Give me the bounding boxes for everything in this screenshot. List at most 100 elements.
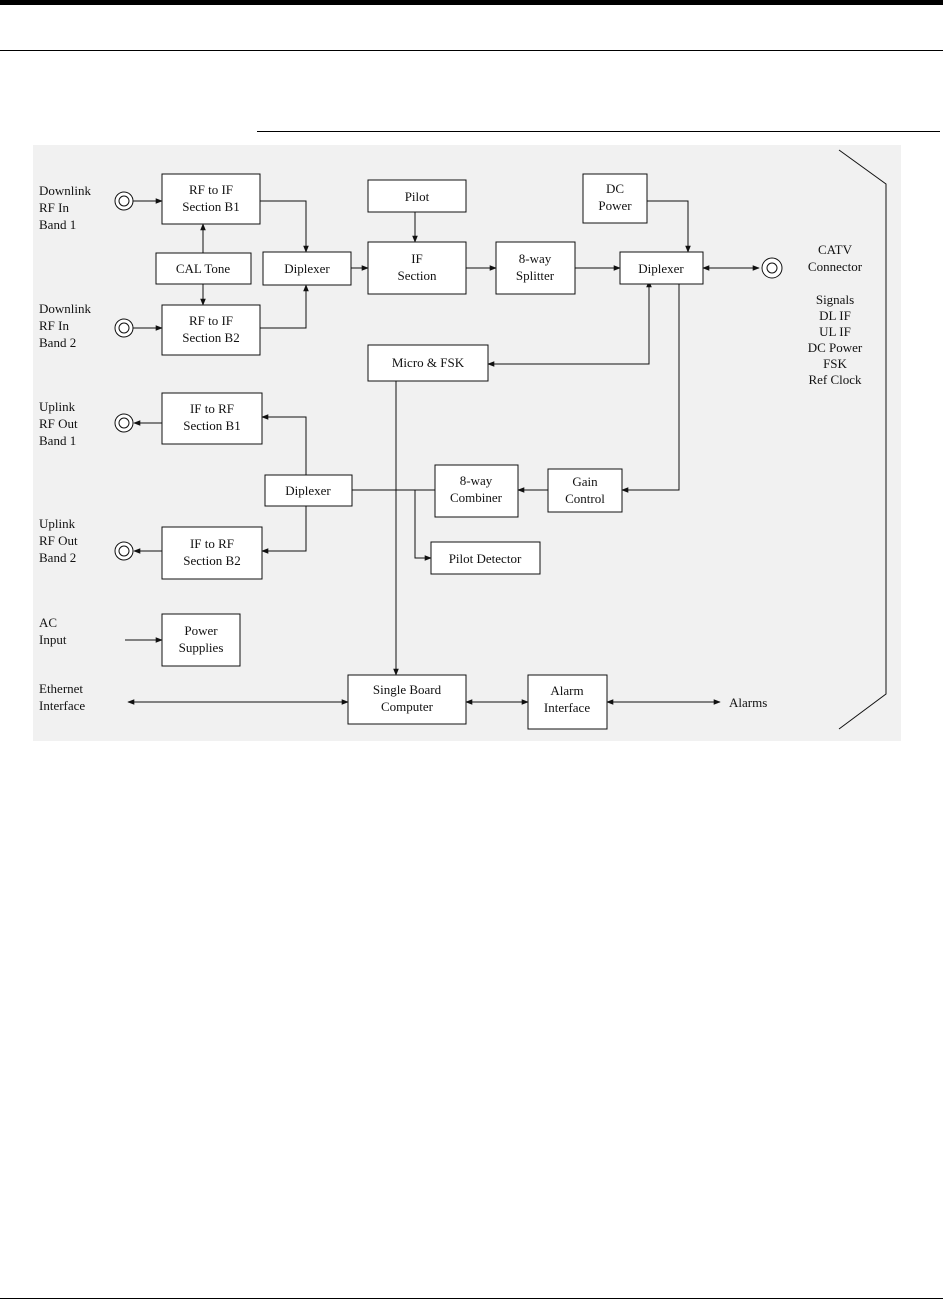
label-uplink-band1-line1: Uplink	[39, 399, 76, 414]
block-alarm-interface-line2: Interface	[544, 700, 590, 715]
label-ethernet-interface: Ethernet Interface	[39, 681, 85, 713]
label-signals-list: Signals DL IF UL IF DC Power FSK Ref Clo…	[808, 292, 863, 387]
block-if-to-rf-b2-line1: IF to RF	[190, 536, 234, 551]
block-diagram: RF to IF Section B1 CAL Tone RF to IF Se…	[39, 149, 887, 730]
block-power-supplies-line2: Supplies	[179, 640, 224, 655]
block-micro-fsk-label: Micro & FSK	[392, 355, 465, 370]
catv-connector-jack	[761, 257, 783, 279]
block-alarm-interface-line1: Alarm	[550, 683, 583, 698]
signal-wires	[125, 149, 887, 730]
block-gain-control: Gain Control	[547, 468, 623, 513]
rf-connector-ul1	[114, 413, 134, 433]
label-uplink-band2-line3: Band 2	[39, 550, 76, 565]
header-rule-thick	[0, 0, 943, 5]
block-dc-power-line1: DC	[606, 181, 624, 196]
block-power-supplies: Power Supplies	[161, 613, 241, 667]
block-8way-splitter-line2: Splitter	[516, 268, 555, 283]
block-gain-control-line2: Control	[565, 491, 605, 506]
block-8way-combiner-line2: Combiner	[450, 490, 503, 505]
label-signals-ref-clock: Ref Clock	[808, 372, 862, 387]
label-uplink-band2-line1: Uplink	[39, 516, 76, 531]
block-8way-combiner: 8-way Combiner	[434, 464, 519, 518]
label-downlink-band1-line3: Band 1	[39, 217, 76, 232]
label-uplink-band2: Uplink RF Out Band 2	[39, 516, 78, 565]
block-single-board-computer: Single Board Computer	[347, 674, 467, 725]
wire-diplexer-ulb2	[261, 506, 307, 554]
label-downlink-band1-line2: RF In	[39, 200, 69, 215]
block-if-to-rf-b2: IF to RF Section B2	[161, 526, 263, 580]
block-sbc-line1: Single Board	[373, 682, 442, 697]
label-alarms-text: Alarms	[729, 695, 767, 710]
wire-dc-diplexer	[647, 200, 691, 253]
block-sbc-line2: Computer	[381, 699, 434, 714]
wire-micro-diplexer	[487, 280, 652, 367]
block-diplexer-downlink-label: Diplexer	[284, 261, 330, 276]
block-if-section-line1: IF	[411, 251, 423, 266]
block-power-supplies-line1: Power	[184, 623, 218, 638]
label-catv-line2: Connector	[808, 259, 863, 274]
enclosure-bracket	[838, 149, 887, 730]
rf-connector-dl2	[114, 318, 134, 338]
block-8way-combiner-line1: 8-way	[460, 473, 493, 488]
block-if-to-rf-b1-line1: IF to RF	[190, 401, 234, 416]
block-pilot-detector-label: Pilot Detector	[449, 551, 522, 566]
block-diplexer-uplink: Diplexer	[264, 474, 353, 507]
block-rf-to-if-b1-line1: RF to IF	[189, 182, 233, 197]
block-if-to-rf-b1-line2: Section B1	[183, 418, 240, 433]
label-downlink-band2: Downlink RF In Band 2	[39, 301, 92, 350]
block-if-to-rf-b1: IF to RF Section B1	[161, 392, 263, 445]
block-diplexer-main-label: Diplexer	[638, 261, 684, 276]
label-ac-input: AC Input	[39, 615, 67, 647]
block-dc-power-line2: Power	[598, 198, 632, 213]
block-8way-splitter: 8-way Splitter	[495, 241, 576, 295]
block-rf-to-if-b1: RF to IF Section B1	[161, 173, 261, 225]
label-catv-connector: CATV Connector	[808, 242, 863, 274]
label-downlink-band2-line3: Band 2	[39, 335, 76, 350]
block-diagram-figure: RF to IF Section B1 CAL Tone RF to IF Se…	[33, 145, 901, 741]
block-alarm-interface: Alarm Interface	[527, 674, 608, 730]
label-uplink-band1: Uplink RF Out Band 1	[39, 399, 78, 448]
label-downlink-band1-line1: Downlink	[39, 183, 92, 198]
block-pilot-label: Pilot	[405, 189, 430, 204]
block-rf-to-if-b1-line2: Section B1	[182, 199, 239, 214]
label-ac-input-line1: AC	[39, 615, 57, 630]
label-ethernet-line1: Ethernet	[39, 681, 83, 696]
label-uplink-band1-line3: Band 1	[39, 433, 76, 448]
block-rf-to-if-b2-line2: Section B2	[182, 330, 239, 345]
block-rf-to-if-b2-line1: RF to IF	[189, 313, 233, 328]
block-pilot-detector: Pilot Detector	[430, 541, 541, 575]
block-cal-tone-label: CAL Tone	[176, 261, 231, 276]
wire-diplexer-gain	[621, 284, 680, 493]
rf-connector-dl1	[114, 191, 134, 211]
wire-b2-diplexer	[260, 284, 309, 329]
label-signals-dl-if: DL IF	[819, 308, 851, 323]
rf-connector-ul2	[114, 541, 134, 561]
block-rf-to-if-b2: RF to IF Section B2	[161, 304, 261, 356]
label-signals-title: Signals	[816, 292, 854, 307]
block-8way-splitter-line1: 8-way	[519, 251, 552, 266]
label-uplink-band1-line2: RF Out	[39, 416, 78, 431]
label-downlink-band2-line2: RF In	[39, 318, 69, 333]
header-rule-thin	[0, 50, 943, 51]
block-gain-control-line1: Gain	[572, 474, 598, 489]
label-signals-dc-power: DC Power	[808, 340, 863, 355]
wire-diplexer-ulb1	[261, 414, 307, 475]
block-if-section-line2: Section	[398, 268, 437, 283]
label-ethernet-line2: Interface	[39, 698, 85, 713]
block-if-section: IF Section	[367, 241, 467, 295]
label-signals-fsk: FSK	[823, 356, 847, 371]
wire-b1-diplexer	[260, 200, 309, 253]
label-ac-input-line2: Input	[39, 632, 67, 647]
block-if-to-rf-b2-line2: Section B2	[183, 553, 240, 568]
label-catv-line1: CATV	[818, 242, 853, 257]
block-dc-power: DC Power	[582, 173, 648, 224]
label-alarms: Alarms	[729, 695, 767, 710]
block-pilot: Pilot	[367, 179, 467, 213]
label-uplink-band2-line2: RF Out	[39, 533, 78, 548]
block-micro-fsk: Micro & FSK	[367, 344, 489, 382]
block-cal-tone: CAL Tone	[155, 252, 252, 285]
block-diplexer-downlink: Diplexer	[262, 251, 352, 286]
label-downlink-band1: Downlink RF In Band 1	[39, 183, 92, 232]
label-downlink-band2-line1: Downlink	[39, 301, 92, 316]
block-diplexer-main: Diplexer	[619, 251, 704, 285]
